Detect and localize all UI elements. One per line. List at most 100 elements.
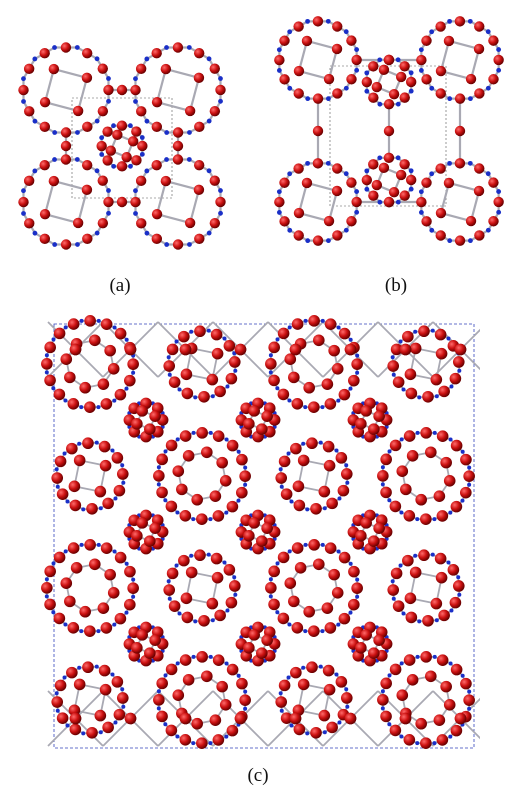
silicon-atom <box>467 160 473 166</box>
oxygen-atom <box>135 175 147 187</box>
silicon-atom <box>343 29 349 35</box>
silicon-atom <box>377 155 383 161</box>
oxygen-atom <box>67 622 80 634</box>
oxygen-atom <box>438 609 450 622</box>
oxygen-atom <box>136 218 147 229</box>
silicon-atom <box>74 45 80 50</box>
oxygen-atom <box>380 677 392 690</box>
oxygen-atom <box>420 737 432 749</box>
silicon-atom <box>52 157 57 162</box>
oxygen-atom <box>181 387 194 400</box>
silicon-atom <box>128 163 133 169</box>
oxygen-atom <box>151 121 163 133</box>
silicon-atom <box>75 130 80 135</box>
oxygen-atom <box>312 93 324 104</box>
oxygen-atom <box>324 622 337 634</box>
oxygen-atom <box>265 582 277 594</box>
unit-cell-outline <box>71 97 173 199</box>
silicon-atom <box>236 673 241 678</box>
silicon-atom <box>243 465 248 470</box>
silicon-atom <box>336 549 341 554</box>
silicon-atom <box>189 553 194 558</box>
oxygen-atom <box>420 513 432 525</box>
silicon-atom <box>233 592 238 597</box>
silicon-atom <box>106 76 111 81</box>
oxygen-atom <box>156 486 168 499</box>
oxygen-atom <box>82 437 94 450</box>
oxygen-atom <box>113 484 126 497</box>
silicon-atom <box>167 596 172 601</box>
oxygen-atom <box>39 160 50 171</box>
oxygen-atom <box>151 208 163 220</box>
silicon-atom <box>467 482 472 487</box>
oxygen-atom <box>236 486 248 499</box>
silicon-atom <box>354 209 360 215</box>
oxygen-atom <box>193 72 205 84</box>
silicon-atom <box>98 506 103 511</box>
oxygen-atom <box>380 486 392 499</box>
oxygen-atom <box>351 358 363 370</box>
oxygen-atom <box>131 530 143 542</box>
oxygen-atom <box>67 542 80 554</box>
silicon-atom <box>96 318 101 323</box>
silicon-atom <box>391 596 396 601</box>
oxygen-atom <box>290 442 302 455</box>
oxygen-atom <box>193 47 205 59</box>
oxygen-atom <box>70 562 83 574</box>
silicon-atom <box>289 499 294 504</box>
silicon-atom <box>224 661 229 666</box>
oxygen-atom <box>473 185 485 197</box>
oxygen-atoms <box>18 42 226 250</box>
silicon-atom <box>218 76 223 81</box>
oxygen-atom <box>261 410 273 422</box>
oxygen-atom <box>368 190 379 201</box>
silicon-atom <box>301 665 306 670</box>
silicon-atom <box>175 734 180 739</box>
silicon-atom <box>81 731 86 736</box>
oxygen-atom <box>331 185 343 197</box>
oxygen-atom <box>180 592 193 605</box>
oxygen-atom <box>449 372 462 385</box>
oxygen-atom <box>211 347 224 360</box>
silicon-atom <box>218 98 223 104</box>
silicon-atom <box>380 482 385 487</box>
oxygen-atom <box>176 483 188 496</box>
silicon-atom <box>133 188 138 194</box>
oxygen-atom <box>81 72 93 84</box>
oxygen-atom <box>291 398 304 410</box>
silicon-atom <box>127 123 133 129</box>
oxygen-atom <box>60 353 73 365</box>
silicon-atom <box>390 579 395 584</box>
supercell-outline <box>53 323 475 749</box>
oxygen-atom <box>323 215 335 227</box>
oxygen-atom <box>402 330 414 343</box>
silicon-atom <box>206 328 211 333</box>
oxygen-atom <box>488 35 499 46</box>
silicon-atom <box>124 386 129 391</box>
oxygen-atom <box>326 497 338 510</box>
silicon-atom <box>446 560 451 565</box>
oxygen-atom <box>82 121 93 132</box>
oxygen-atom <box>435 571 448 584</box>
oxygen-atom <box>104 568 116 581</box>
silicon-atom <box>187 130 192 135</box>
oxygen-atom <box>279 177 290 188</box>
oxygen-atom <box>338 612 351 625</box>
oxygen-atom <box>100 398 113 410</box>
panel-b-unit-cell-view <box>274 10 506 252</box>
oxygen-atom <box>361 76 373 88</box>
oxygen-atom <box>292 480 305 493</box>
silicon-atom <box>395 155 401 161</box>
oxygen-atom <box>209 490 222 502</box>
silicon-atom <box>364 186 370 192</box>
silicon-atom <box>398 339 403 344</box>
oxygen-atom <box>368 423 380 435</box>
oxygen-atom <box>293 88 304 99</box>
silicon-atom <box>124 610 129 615</box>
oxygen-atom <box>438 385 450 398</box>
oxygen-atom <box>116 196 128 208</box>
oxygen-atom <box>191 493 203 506</box>
oxygen-atom <box>348 374 360 387</box>
oxygen-atom <box>421 216 432 227</box>
oxygen-atom <box>368 61 379 72</box>
